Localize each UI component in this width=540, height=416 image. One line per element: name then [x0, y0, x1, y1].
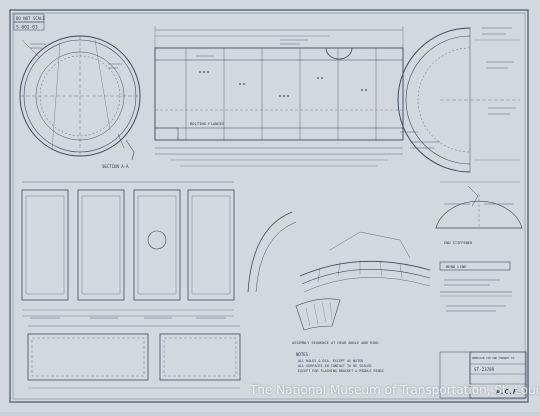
- bottom-flange-views: [27, 325, 241, 389]
- assembly-note: ASSEMBLY SEQUENCE AT HEAD ANGLE AND RING: [292, 341, 379, 345]
- note-3: EXCEPT FOR FLASHING BRACKET & MIDDLE RIN…: [298, 369, 384, 373]
- maker-logo: A.C.F.: [495, 388, 521, 396]
- right-detail-views: [435, 181, 523, 297]
- note-2: ALL SURFACES IN CONTACT TO BE SEALED: [298, 364, 372, 368]
- end-stiffener-label: END STIFFENER: [444, 241, 473, 245]
- title-block: [439, 351, 527, 399]
- corner-label-box: DO NOT SCALE S-002-03: [13, 13, 45, 31]
- section-aa-label: SECTION A-A: [102, 164, 129, 169]
- corner-label: DO NOT SCALE: [16, 16, 45, 21]
- bolting-flanges-label: BOLTING FLANGES: [190, 121, 225, 126]
- cylinder-hole-pattern: [199, 71, 367, 97]
- panel-views: [21, 181, 235, 317]
- notes-title: NOTES:: [296, 352, 310, 357]
- museum-watermark: The National Museum of Transportation, S…: [250, 383, 540, 397]
- title-block-company: AMERICAN CAR AND FOUNDRY CO.: [472, 356, 516, 360]
- right-ring-segment: [397, 27, 520, 173]
- ring-section-view: [19, 35, 141, 161]
- cylinder-elevation: [154, 26, 404, 167]
- note-1: ALL HOLES & DIA. EXCEPT AS NOTED: [298, 359, 363, 363]
- bend-line-label: BEND LINE: [446, 264, 467, 269]
- sheet-inner-border: [12, 12, 526, 400]
- drawing-number-corner: S-002-03: [16, 25, 38, 31]
- title-block-drawing-no: ST-23789: [474, 367, 495, 372]
- sheet-border: [9, 9, 529, 403]
- dimension-callouts: [30, 27, 516, 319]
- head-angle-ring-detail: [247, 211, 431, 331]
